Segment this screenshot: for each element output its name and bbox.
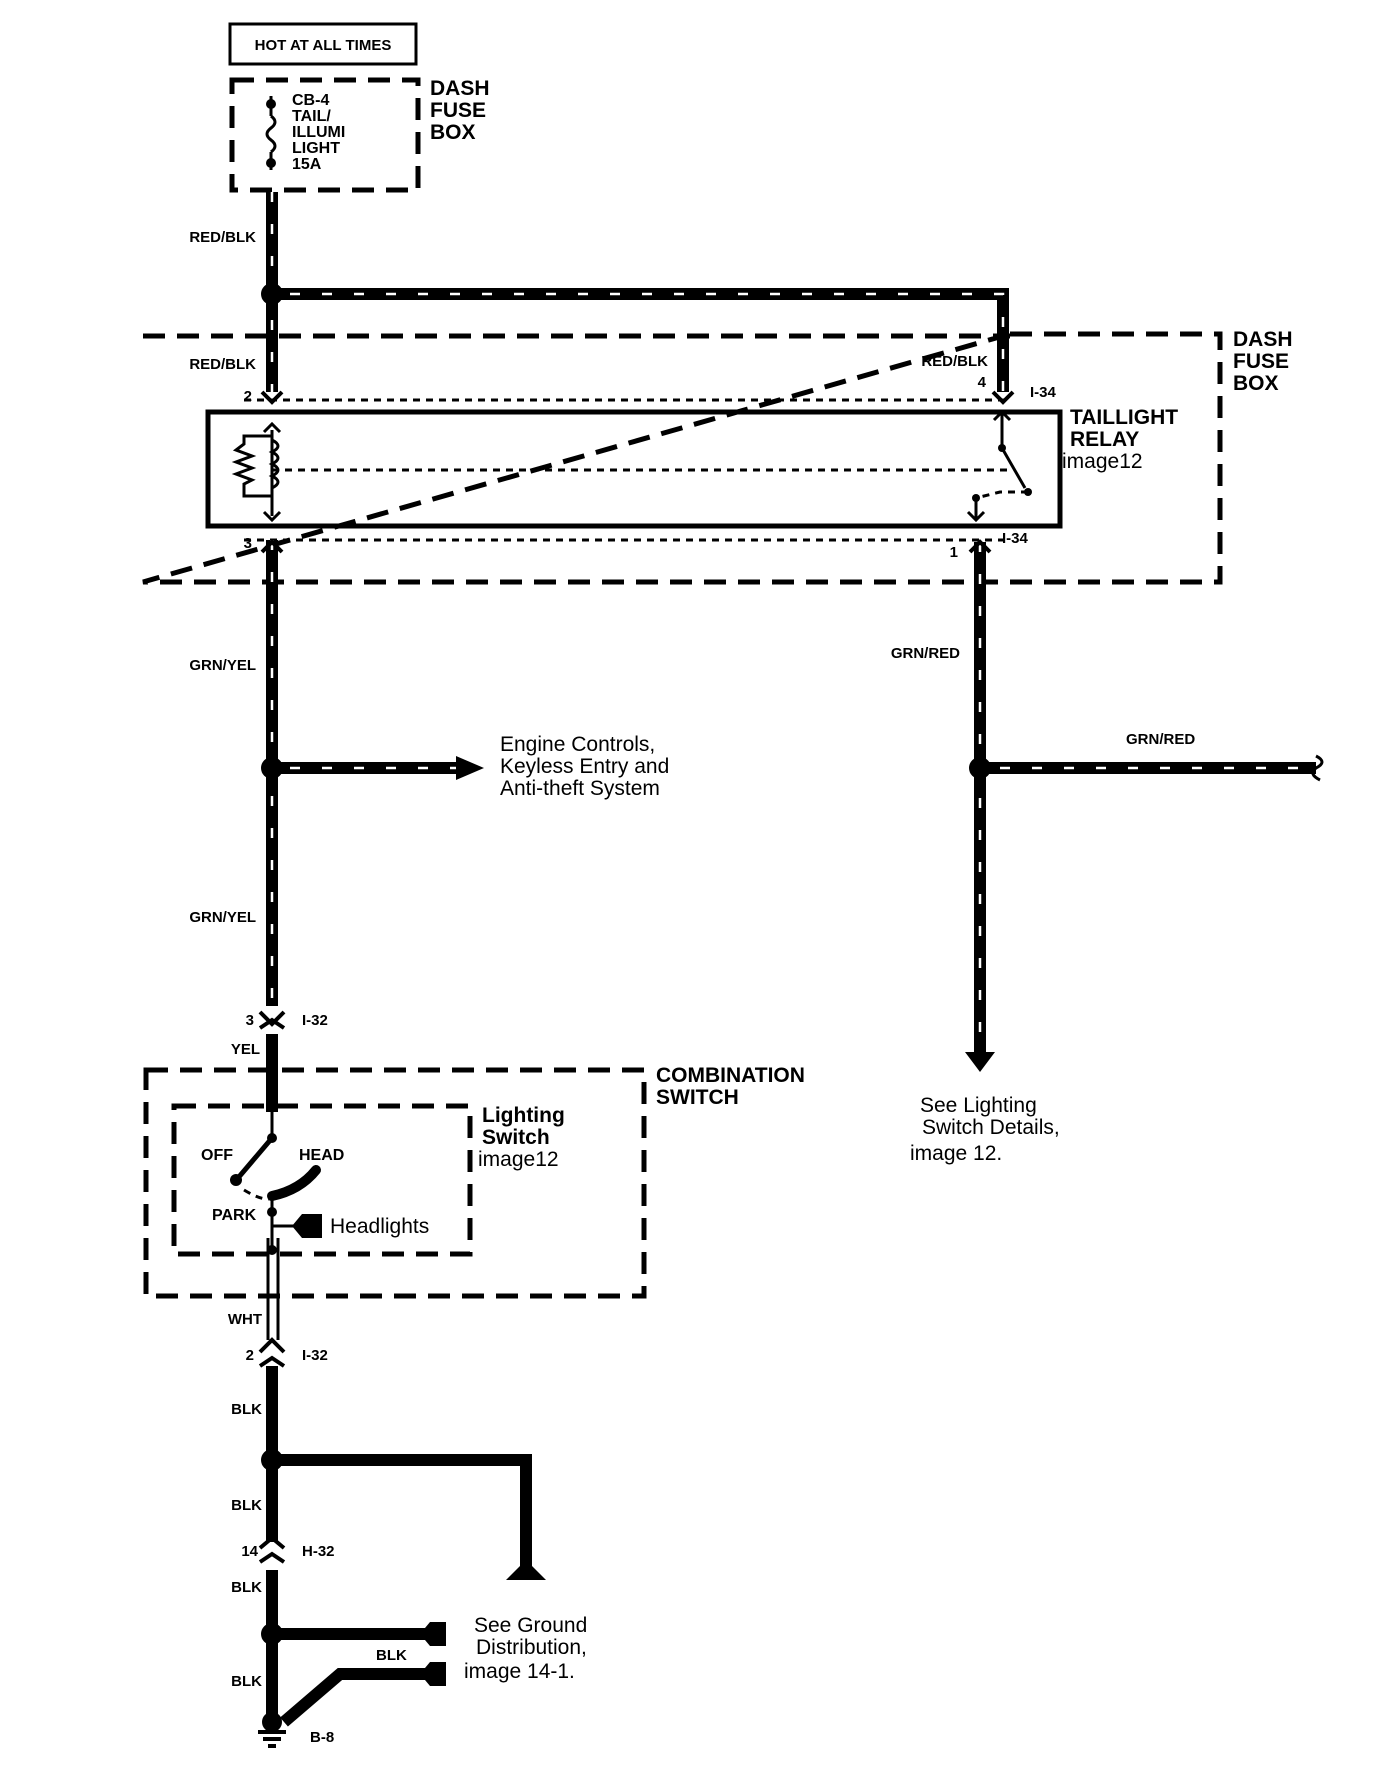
switch-position-park: PARK [212, 1207, 257, 1224]
headlights-label: Headlights [330, 1215, 429, 1238]
wire-label-red-blk-2: RED/BLK [189, 356, 256, 373]
wire-label-blk-1: BLK [231, 1401, 262, 1418]
wire-label-grn-red-1: GRN/RED [891, 645, 960, 662]
taillight-relay: TAILLIGHT RELAY image12 [205, 398, 1178, 542]
combination-switch: COMBINATION SWITCH [143, 1064, 805, 1299]
wire-label-blk-3: BLK [231, 1579, 262, 1596]
connector-h32: H-32 [302, 1543, 335, 1560]
notes: Engine Controls, Keyless Entry and Anti-… [464, 733, 1060, 1683]
note-engine-2: Keyless Entry and [500, 755, 669, 778]
pin-3-i32: 3 [246, 1012, 254, 1029]
note-ground-2: Distribution, [476, 1636, 587, 1659]
note-lighting-2: Switch Details, [922, 1116, 1060, 1139]
connector-i34-bottom: I-34 [1002, 530, 1029, 547]
pin-4: 4 [978, 374, 987, 391]
wire-label-red-blk-1: RED/BLK [189, 229, 256, 246]
pin-3-relay: 3 [244, 535, 252, 552]
switch-position-off: OFF [201, 1147, 233, 1164]
wire-label-blk-2: BLK [231, 1497, 262, 1514]
wire-label-red-blk-3: RED/BLK [921, 353, 988, 370]
connector-i34-top: I-34 [1030, 384, 1057, 401]
fuse-box-main: DASH FUSE BOX [142, 328, 1293, 585]
connector-i32-bottom: I-32 [302, 1347, 328, 1364]
fuse-box-main-title-3: BOX [1233, 372, 1279, 395]
connectors [258, 390, 1015, 1564]
fuse-box-top-title-1: DASH [430, 77, 490, 100]
splices [261, 283, 991, 1645]
note-ground-3: image 14-1. [464, 1660, 575, 1683]
connector-i32-top: I-32 [302, 1012, 328, 1029]
combination-switch-title-2: SWITCH [656, 1086, 739, 1109]
fuse-label-3: ILLUMI [292, 124, 345, 141]
note-engine-1: Engine Controls, [500, 733, 655, 756]
note-engine-3: Anti-theft System [500, 777, 660, 800]
power-source: HOT AT ALL TIMES [228, 22, 418, 66]
wire-label-grn-red-2: GRN/RED [1126, 731, 1195, 748]
fuse-box-top-title-3: BOX [430, 121, 476, 144]
note-ground-1: See Ground [474, 1614, 587, 1637]
wire-label-blk-4: BLK [231, 1673, 262, 1690]
relay-title-1: TAILLIGHT [1070, 406, 1178, 429]
lighting-switch: OFF HEAD PARK Headlights Lighting Switch… [171, 1103, 565, 1257]
note-lighting-1: See Lighting [920, 1094, 1037, 1117]
fuse-label-4: LIGHT [292, 140, 340, 157]
relay-title-2: RELAY [1070, 428, 1139, 451]
fuse-box-main-title-1: DASH [1233, 328, 1293, 351]
wire-label-grn-yel-1: GRN/YEL [189, 657, 256, 674]
switch-position-head: HEAD [299, 1147, 344, 1164]
wire-label-blk-5: BLK [376, 1647, 407, 1664]
pin-2-top: 2 [244, 388, 252, 405]
relay-ref: image12 [1062, 450, 1143, 473]
fuse-label-5: 15A [292, 156, 322, 173]
power-source-label: HOT AT ALL TIMES [255, 37, 392, 54]
connector-labels: 2 4 I-34 3 1 I-34 3 I-32 2 I-32 14 H-32 … [241, 374, 1056, 1746]
note-lighting-3: image 12. [910, 1142, 1002, 1165]
fuse-label-2: TAIL/ [292, 108, 331, 125]
lighting-switch-ref: image12 [478, 1148, 559, 1171]
pin-1: 1 [950, 544, 958, 561]
fuse-box-top-title-2: FUSE [430, 99, 486, 122]
wire-label-wht: WHT [228, 1311, 262, 1328]
wire-label-yel: YEL [231, 1041, 260, 1058]
pin-14: 14 [241, 1543, 258, 1560]
combination-switch-title-1: COMBINATION [656, 1064, 805, 1087]
wire-color-labels: RED/BLK RED/BLK RED/BLK GRN/YEL GRN/YEL … [189, 229, 1195, 1690]
ground-symbol [258, 1712, 286, 1748]
fuse-box-top: CB-4 TAIL/ ILLUMI LIGHT 15A DASH FUSE BO… [229, 77, 490, 193]
lighting-switch-title-1: Lighting [482, 1104, 565, 1127]
pin-2-i32: 2 [246, 1347, 254, 1364]
lighting-switch-title-2: Switch [482, 1126, 550, 1149]
ground-b8: B-8 [310, 1729, 334, 1746]
wire-label-grn-yel-2: GRN/YEL [189, 909, 256, 926]
fuse-label-1: CB-4 [292, 92, 329, 109]
fuse-box-main-title-2: FUSE [1233, 350, 1289, 373]
